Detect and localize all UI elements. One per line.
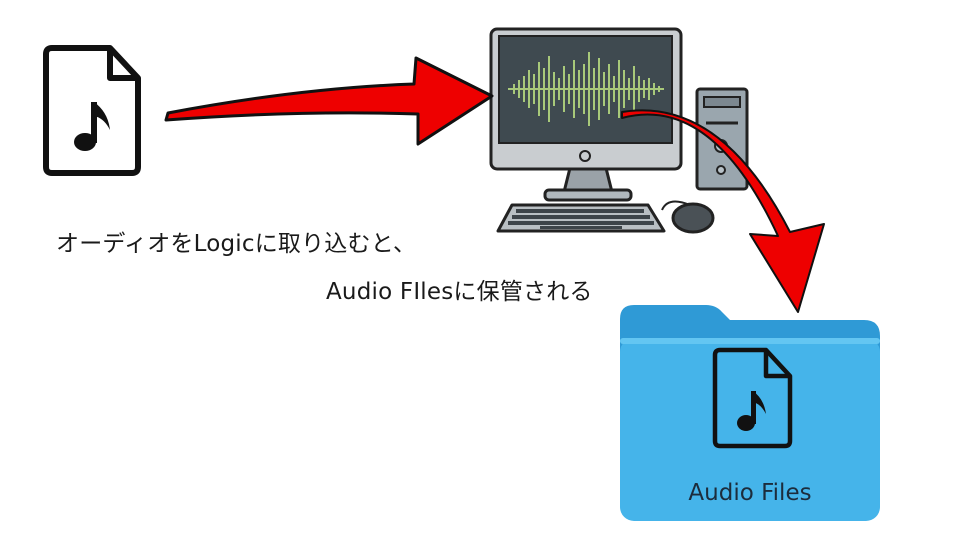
music-note-icon (737, 391, 766, 431)
arrow-store (621, 109, 825, 313)
source-audio-file-icon (43, 45, 141, 176)
folder-icon (620, 305, 880, 521)
folder-label: Audio Files (688, 480, 812, 506)
music-note-icon (74, 102, 110, 151)
keyboard (496, 203, 666, 233)
mouse (671, 202, 715, 234)
power-button-icon (579, 150, 591, 162)
desktop-computer-icon (489, 27, 749, 234)
folder-audio-file-icon (712, 347, 793, 449)
arrow-import (164, 56, 494, 146)
waveform-icon (508, 52, 664, 126)
computer-tower (695, 87, 749, 191)
caption-line-2: Audio FIlesに保管される (326, 279, 593, 305)
caption-line-1: オーディオをLogicに取り込むと、 (56, 231, 417, 257)
